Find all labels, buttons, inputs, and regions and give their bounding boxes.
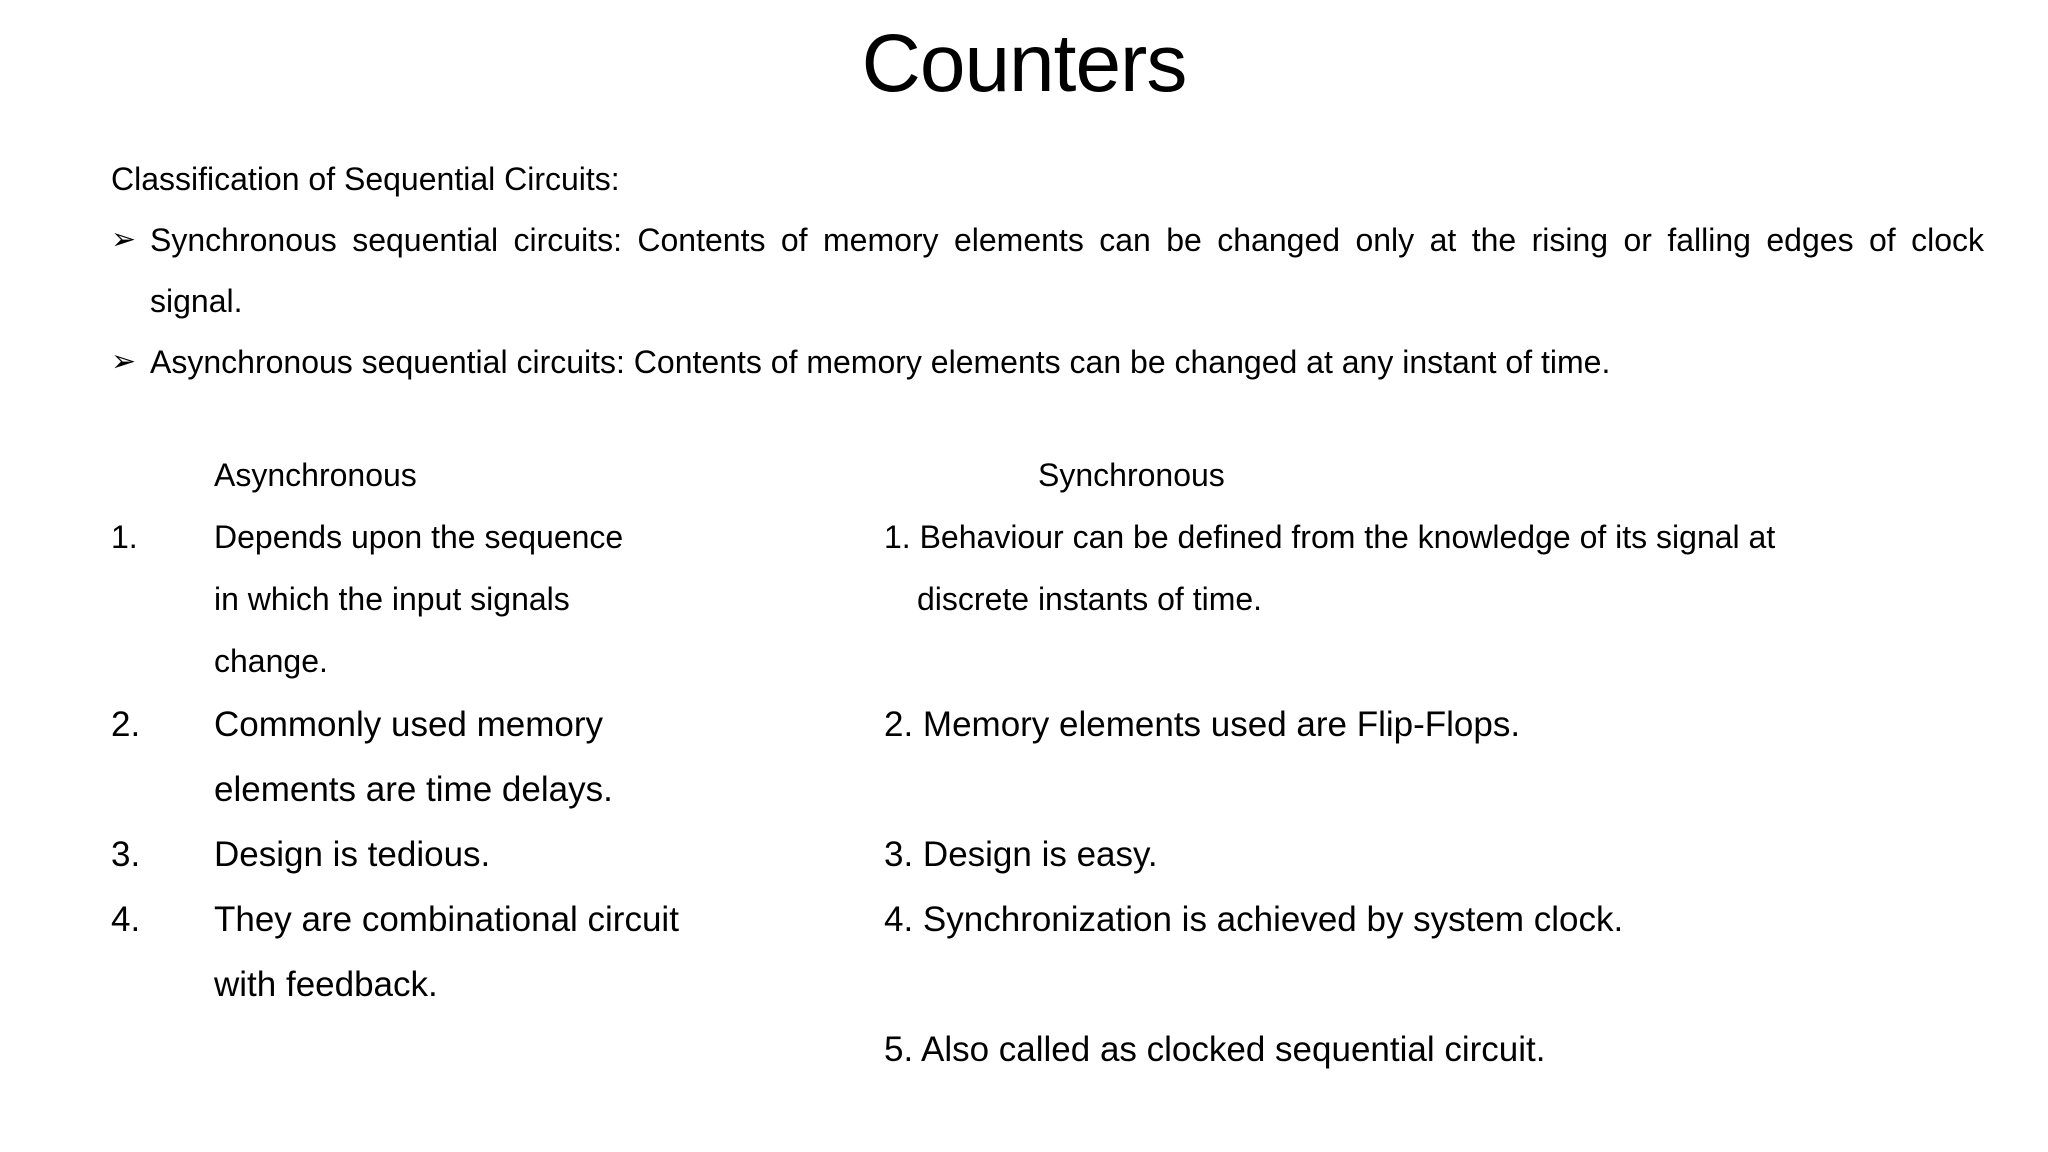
- sync-item-text: 4. Synchronization is achieved by system…: [884, 900, 1624, 939]
- sync-heading: Synchronous: [1038, 457, 1225, 493]
- sync-item-text: 1. Behaviour can be defined from the kno…: [884, 519, 1776, 555]
- async-item-text: Commonly used memory: [214, 705, 603, 744]
- async-item-number: 3.: [111, 835, 141, 874]
- async-item-text: change.: [214, 643, 328, 679]
- async-item-number: 1.: [111, 519, 138, 555]
- arrow-bullet-icon: ➢: [111, 345, 137, 378]
- sync-item-text: 3. Design is easy.: [884, 835, 1158, 874]
- async-item-text: Design is tedious.: [214, 835, 491, 874]
- async-item-text: elements are time delays.: [214, 770, 613, 809]
- bullet-synchronous-line1: Synchronous sequential circuits: Content…: [150, 222, 1984, 258]
- sync-item-text: discrete instants of time.: [917, 581, 1263, 617]
- async-item-number: 4.: [111, 900, 141, 939]
- sync-item-text: 2. Memory elements used are Flip-Flops.: [884, 705, 1521, 744]
- bullet-asynchronous: Asynchronous sequential circuits: Conten…: [150, 344, 1611, 380]
- async-item-text: They are combinational circuit: [214, 900, 679, 939]
- async-item-text: in which the input signals: [214, 581, 570, 617]
- async-item-text: Depends upon the sequence: [214, 519, 624, 555]
- arrow-bullet-icon: ➢: [111, 223, 137, 256]
- intro-text: Classification of Sequential Circuits:: [111, 161, 620, 197]
- slide-title: Counters: [861, 18, 1188, 109]
- sync-item-text: 5. Also called as clocked sequential cir…: [884, 1030, 1546, 1069]
- bullet-synchronous-line2: signal.: [150, 283, 243, 319]
- async-item-text: with feedback.: [214, 965, 438, 1004]
- async-heading: Asynchronous: [214, 457, 417, 493]
- async-item-number: 2.: [111, 705, 141, 744]
